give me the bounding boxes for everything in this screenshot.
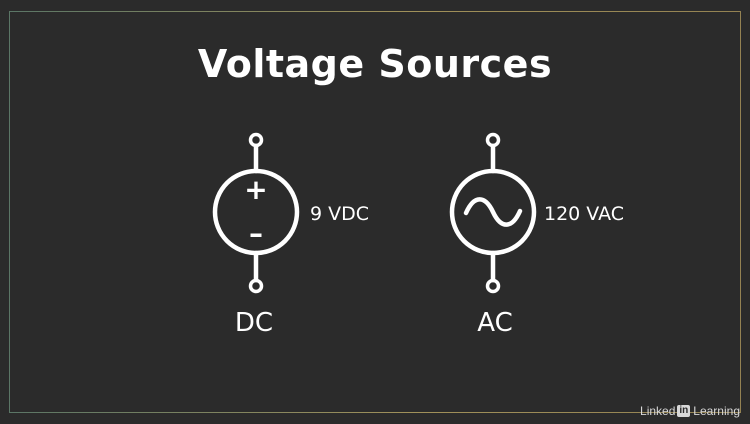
logo-badge-in: in bbox=[677, 405, 691, 417]
ac-bottom-terminal bbox=[485, 278, 501, 294]
dc-type-label: DC bbox=[235, 308, 273, 338]
dc-plus-sign: + bbox=[244, 173, 267, 206]
ac-sine-wave bbox=[463, 197, 523, 227]
logo-text-learning: Learning bbox=[693, 404, 740, 418]
dc-source-symbol bbox=[212, 132, 300, 294]
logo-text-linked: Linked bbox=[640, 404, 676, 418]
ac-type-label: AC bbox=[477, 308, 512, 338]
ac-source-symbol bbox=[449, 132, 537, 294]
linkedin-learning-logo: Linked in Learning bbox=[640, 404, 740, 418]
dc-minus-sign: – bbox=[249, 217, 263, 250]
dc-value-label: 9 VDC bbox=[310, 203, 369, 225]
dc-bottom-terminal bbox=[248, 278, 264, 294]
ac-value-label: 120 VAC bbox=[544, 203, 624, 225]
slide-title: Voltage Sources bbox=[197, 42, 553, 86]
